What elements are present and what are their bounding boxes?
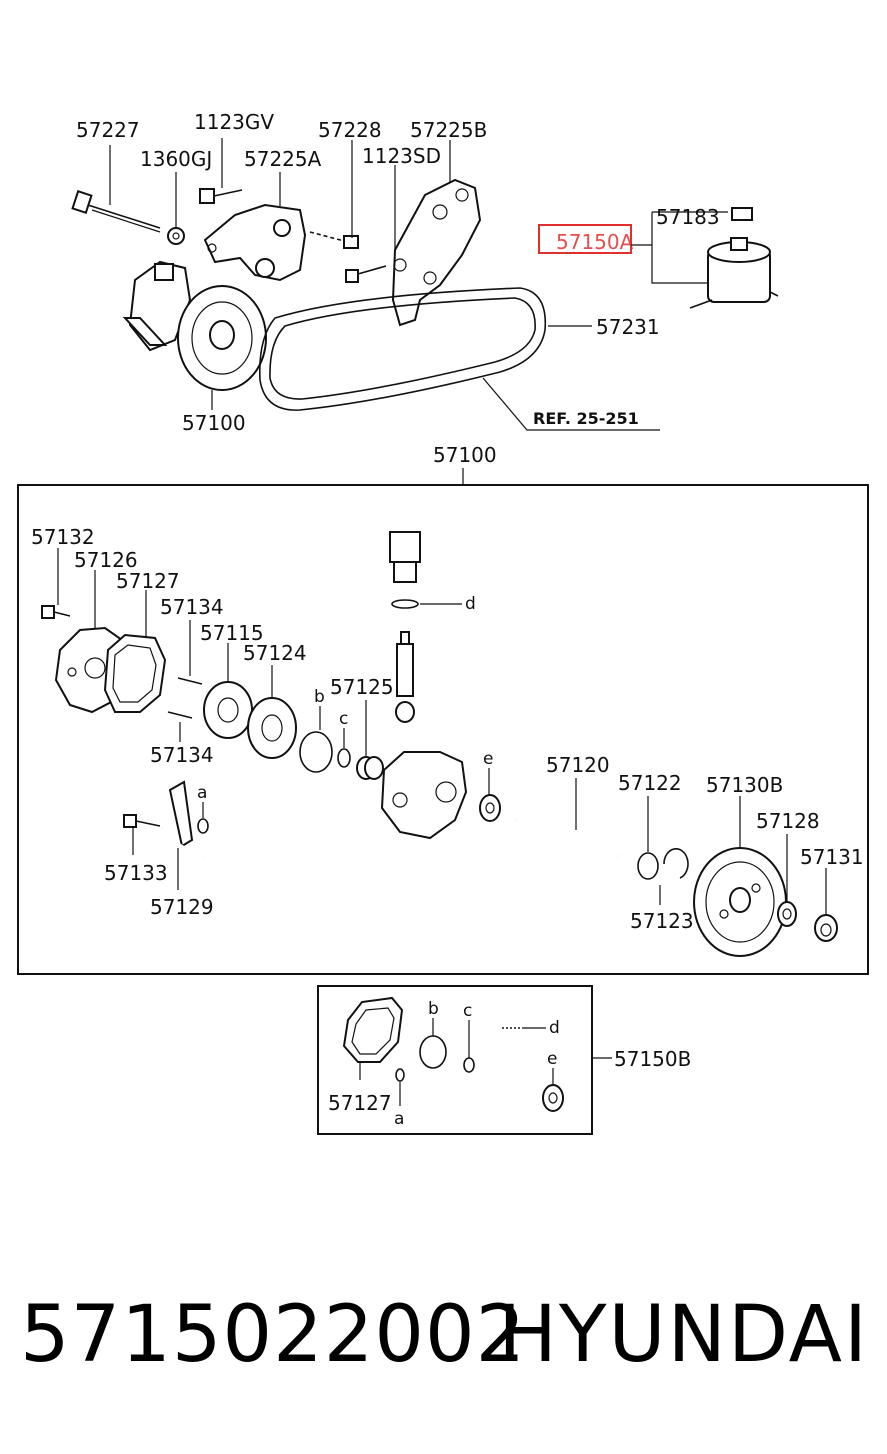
- label-57225b: 57225B: [410, 118, 487, 142]
- label-57227: 57227: [76, 118, 140, 142]
- fitting-valve-drawing: [389, 531, 421, 723]
- kit-gasket-57127-drawing: [342, 996, 404, 1063]
- label-57228: 57228: [318, 118, 382, 142]
- kit-label-d: d: [549, 1018, 560, 1038]
- label-57120: 57120: [546, 753, 610, 777]
- label-57131: 57131: [800, 845, 864, 869]
- label-57122: 57122: [618, 771, 682, 795]
- label-57115: 57115: [200, 621, 264, 645]
- nut-57131-drawing: [814, 914, 838, 942]
- highlight-box-57150a: [538, 224, 632, 254]
- gasket-57127-drawing: [103, 633, 167, 713]
- footer: 5715022002 HYUNDAI: [0, 1290, 887, 1410]
- part-number: 5715022002: [20, 1290, 527, 1380]
- kit-label-a: a: [394, 1109, 404, 1129]
- parts-diagram: 57227 1360GJ 1123GV 57225A 57228 1123SD …: [17, 110, 869, 1135]
- kit-label-57150b: 57150B: [614, 1047, 691, 1071]
- kit-box-frame: [317, 985, 593, 1135]
- kit-label-e: e: [547, 1049, 557, 1069]
- assembly-title-57100: 57100: [433, 443, 497, 467]
- brand-name: HYUNDAI: [498, 1290, 869, 1380]
- assembly-box-frame: [17, 484, 869, 975]
- kit-label-c: c: [463, 1001, 472, 1021]
- bolt-57228-drawing: [309, 231, 359, 249]
- label-1123gv: 1123GV: [194, 110, 274, 134]
- pump-57100-drawing: [122, 260, 267, 391]
- label-57126: 57126: [74, 548, 138, 572]
- label-57132: 57132: [31, 525, 95, 549]
- label-ref-25-251: REF. 25-251: [533, 409, 639, 428]
- label-57231: 57231: [596, 315, 660, 339]
- oring-b-drawing: [299, 731, 333, 773]
- reservoir-57150a-drawing: [689, 207, 779, 309]
- label-57127-assembly: 57127: [116, 569, 180, 593]
- label-57123: 57123: [630, 909, 694, 933]
- label-57130b: 57130B: [706, 773, 783, 797]
- kit-ring-a-drawing: [395, 1068, 405, 1082]
- label-57133: 57133: [104, 861, 168, 885]
- label-1123sd: 1123SD: [362, 144, 441, 168]
- bolt-57132-drawing: [41, 605, 55, 619]
- pump-body-drawing: [380, 751, 468, 840]
- bolt-1123sd-drawing: [345, 265, 387, 283]
- label-b-assembly: b: [314, 687, 325, 707]
- label-57225a: 57225A: [244, 147, 322, 171]
- belt-57231-drawing: [258, 287, 547, 411]
- seal-e-drawing: [479, 794, 501, 822]
- label-e-assembly: e: [483, 749, 493, 769]
- label-c-assembly: c: [339, 709, 348, 729]
- ring-c-drawing: [337, 748, 351, 768]
- plate-57124-drawing: [247, 697, 297, 759]
- cartridge-57115-drawing: [203, 681, 253, 739]
- label-57183: 57183: [656, 205, 720, 229]
- label-57150a: 57150A: [556, 230, 634, 254]
- bolt-57133-drawing: [123, 814, 137, 828]
- pipe-57129-drawing: [159, 780, 206, 861]
- kit-ring-c-drawing: [463, 1057, 475, 1073]
- bolt-57227-drawing: [71, 190, 161, 233]
- bracket-57225a-drawing: [203, 203, 307, 282]
- snapring-57123-drawing: [663, 848, 689, 879]
- kit-seal-e-drawing: [542, 1084, 564, 1112]
- washer-1360gj-drawing: [167, 227, 185, 245]
- label-d-assembly: d: [465, 594, 476, 614]
- ring-57122-drawing: [637, 852, 659, 880]
- label-57134-bottom: 57134: [150, 743, 214, 767]
- label-57100-top: 57100: [182, 411, 246, 435]
- label-a-assembly: a: [197, 783, 207, 803]
- kit-label-57127: 57127: [328, 1091, 392, 1115]
- label-57134-top: 57134: [160, 595, 224, 619]
- label-57124: 57124: [243, 641, 307, 665]
- label-57129: 57129: [150, 895, 214, 919]
- kit-label-b: b: [428, 999, 439, 1019]
- spring-57125-drawing: [356, 756, 384, 780]
- ring-a-drawing: [197, 818, 209, 834]
- bracket-57225b-drawing: [391, 178, 482, 327]
- label-57128: 57128: [756, 809, 820, 833]
- washer-57128-drawing: [777, 901, 797, 927]
- label-57125: 57125: [330, 675, 394, 699]
- bolt-1123gv-drawing: [199, 188, 243, 204]
- kit-oring-b-drawing: [419, 1035, 447, 1069]
- label-1360gj: 1360GJ: [140, 147, 212, 171]
